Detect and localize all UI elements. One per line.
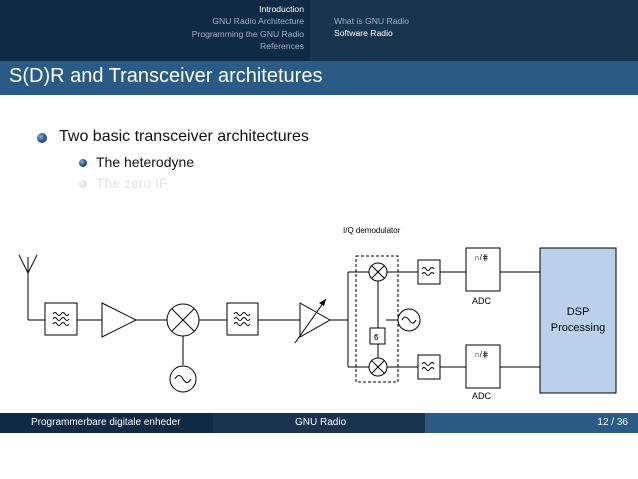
- footer: Programmerbare digitale enheder GNU Radi…: [0, 413, 638, 433]
- bullet-sub-heterodyne: The heterodyne: [96, 154, 195, 170]
- i-mixer-icon: [368, 262, 388, 282]
- if-filter-icon: [226, 302, 259, 336]
- mixer-icon: [166, 303, 200, 337]
- adc-top-label: ADC: [472, 296, 492, 306]
- nav-section-introduction[interactable]: Introduction: [259, 4, 304, 14]
- footer-right-panel: 12 / 36: [425, 413, 638, 433]
- bullet-icon: [37, 133, 47, 143]
- iq-demodulator-label: I/Q demodulator: [343, 226, 401, 235]
- nav-section-references[interactable]: References: [260, 41, 304, 52]
- i-lowpass-filter-icon: [417, 259, 441, 285]
- lna-amplifier-icon: [101, 302, 138, 338]
- q-lowpass-filter-icon: [417, 354, 441, 380]
- antenna-icon: [18, 254, 45, 321]
- dsp-label-line2: Processing: [551, 322, 605, 334]
- bullet-icon-faded: [79, 180, 87, 188]
- subsection-nav: What is GNU Radio Software Radio: [334, 15, 409, 40]
- footer-center-panel: GNU Radio: [213, 413, 425, 433]
- footer-left-panel: Programmerbare digitale enheder: [0, 413, 213, 433]
- bullet-main: Two basic transceiver architectures: [59, 128, 309, 145]
- nav-subsection-what-is-gnu-radio[interactable]: What is GNU Radio: [334, 16, 409, 26]
- slide: Introduction GNU Radio Architecture Prog…: [0, 0, 638, 433]
- footer-course-title: Programmerbare digitale enheder: [31, 417, 181, 428]
- signal-path: [77, 271, 540, 368]
- dsp-processing-block: [539, 247, 617, 394]
- slide-title: S(D)R and Transceiver architetures: [9, 65, 323, 87]
- nav-subsection-software-radio[interactable]: Software Radio: [334, 28, 393, 39]
- adc-top-icon: ∩/⋕: [465, 247, 501, 292]
- dsp-label-line1: DSP: [567, 306, 590, 318]
- nav-section-gnu-radio-architecture[interactable]: GNU Radio Architecture: [212, 16, 304, 27]
- svg-text:∩/⋕: ∩/⋕: [474, 253, 489, 262]
- svg-text:ϐ: ϐ: [374, 333, 379, 342]
- variable-gain-amplifier-icon: [294, 298, 332, 344]
- iq-oscillator-icon: [397, 308, 421, 332]
- phase-shifter-icon: ϐ: [369, 327, 386, 345]
- footer-topic: GNU Radio: [295, 417, 347, 428]
- nav-section-programming[interactable]: Programming the GNU Radio: [191, 28, 304, 39]
- bullet-sub-zero-if: The zero IF: [96, 175, 168, 191]
- footer-page-number: 12 / 36: [597, 417, 628, 428]
- title-bar: S(D)R and Transceiver architetures: [0, 61, 638, 95]
- oscillator-icon: [169, 365, 197, 393]
- band-filter-icon: [44, 302, 78, 336]
- adc-bottom-icon: ∩/⋕: [465, 344, 501, 389]
- svg-text:∩/⋕: ∩/⋕: [474, 350, 489, 359]
- transceiver-diagram: I/Q demodulator ϐ: [18, 226, 617, 401]
- q-mixer-icon: [368, 357, 388, 377]
- adc-bottom-label: ADC: [472, 391, 492, 401]
- section-nav: Introduction GNU Radio Architecture Prog…: [0, 0, 310, 61]
- top-navigation: Introduction GNU Radio Architecture Prog…: [0, 0, 638, 61]
- bullet-icon: [79, 159, 87, 167]
